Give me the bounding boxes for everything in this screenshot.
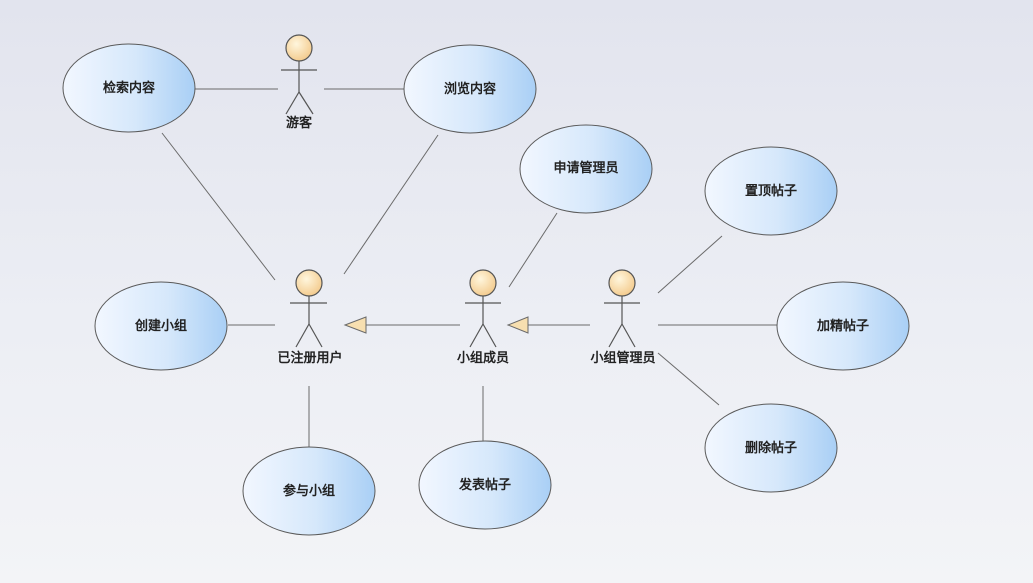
usecase-browse-content[interactable]: 浏览内容	[403, 44, 537, 134]
assoc-search-registered	[161, 132, 276, 281]
actor-head	[285, 34, 313, 62]
actor-label-group-member: 小组成员	[457, 350, 509, 366]
usecase-label: 发表帖子	[458, 477, 511, 493]
actor-label-group-admin: 小组管理员	[590, 350, 655, 366]
generalization-arrowhead-member	[506, 316, 529, 334]
actor-group-member[interactable]	[465, 269, 501, 348]
actor-group-admin[interactable]	[604, 269, 640, 348]
assoc-admin-delete	[657, 352, 720, 406]
actor-head	[608, 269, 636, 297]
actor-head	[295, 269, 323, 297]
usecase-label: 检索内容	[103, 80, 155, 96]
usecase-label: 加精帖子	[816, 318, 869, 334]
usecase-search-content[interactable]: 检索内容	[62, 43, 196, 133]
usecase-pin-post[interactable]: 置顶帖子	[704, 146, 838, 236]
assoc-apply-member	[508, 212, 558, 288]
actor-registered-user[interactable]	[290, 269, 327, 348]
usecase-apply-admin[interactable]: 申请管理员	[519, 124, 653, 214]
actor-head	[469, 269, 497, 297]
usecase-label: 创建小组	[134, 318, 187, 334]
usecase-publish-post[interactable]: 发表帖子	[418, 440, 552, 530]
usecase-feature-post[interactable]: 加精帖子	[776, 281, 910, 371]
generalization-arrowhead-registered	[343, 316, 367, 334]
connectors	[161, 88, 778, 448]
assoc-admin-pin	[657, 235, 723, 294]
actor-visitor[interactable]	[281, 34, 317, 115]
actor-label-registered-user: 已注册用户	[277, 350, 342, 366]
actor-label-visitor: 游客	[286, 115, 313, 131]
usecase-delete-post[interactable]: 删除帖子	[704, 403, 838, 493]
usecase-label: 删除帖子	[745, 440, 797, 456]
usecase-label: 浏览内容	[444, 81, 496, 97]
usecase-create-group[interactable]: 创建小组	[94, 281, 228, 371]
assoc-browse-registered	[343, 134, 439, 275]
usecase-label: 申请管理员	[553, 160, 618, 176]
usecase-label: 参与小组	[283, 483, 335, 499]
usecase-join-group[interactable]: 参与小组	[242, 446, 376, 536]
usecase-label: 置顶帖子	[745, 183, 797, 199]
